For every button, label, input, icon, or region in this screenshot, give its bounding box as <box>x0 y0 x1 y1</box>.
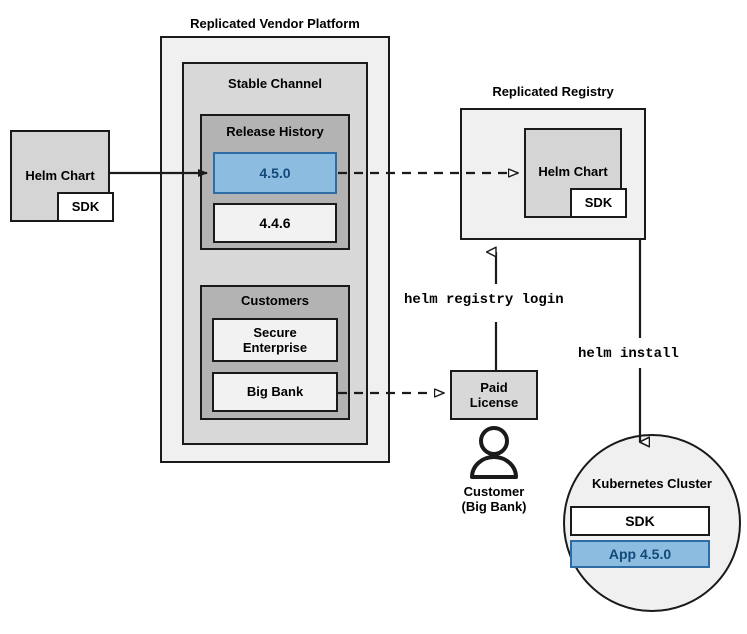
kubernetes-cluster-title: Kubernetes Cluster <box>592 476 712 491</box>
command-helm-registry-login: helm registry login <box>404 292 564 308</box>
paid-license-box: Paid License <box>450 370 538 420</box>
person-icon <box>470 426 518 479</box>
command-helm-install: helm install <box>578 346 679 362</box>
registry-sdk-box: SDK <box>570 188 627 218</box>
release-history-title: Release History <box>226 124 324 139</box>
source-helm-chart-sdk-box: SDK <box>57 192 114 222</box>
cluster-item-sdk: SDK <box>570 506 710 536</box>
customers-title: Customers <box>241 293 309 308</box>
release-item-446[interactable]: 4.4.6 <box>213 203 337 243</box>
release-item-450[interactable]: 4.5.0 <box>213 152 337 194</box>
customer-actor-label: Customer (Big Bank) <box>461 484 527 515</box>
customer-item-big-bank[interactable]: Big Bank <box>212 372 338 412</box>
customer-item-secure-enterprise[interactable]: Secure Enterprise <box>212 318 338 362</box>
cluster-item-app: App 4.5.0 <box>570 540 710 568</box>
vendor-platform-title: Replicated Vendor Platform <box>190 16 360 31</box>
registry-title: Replicated Registry <box>492 84 614 99</box>
stable-channel-title: Stable Channel <box>228 76 322 91</box>
